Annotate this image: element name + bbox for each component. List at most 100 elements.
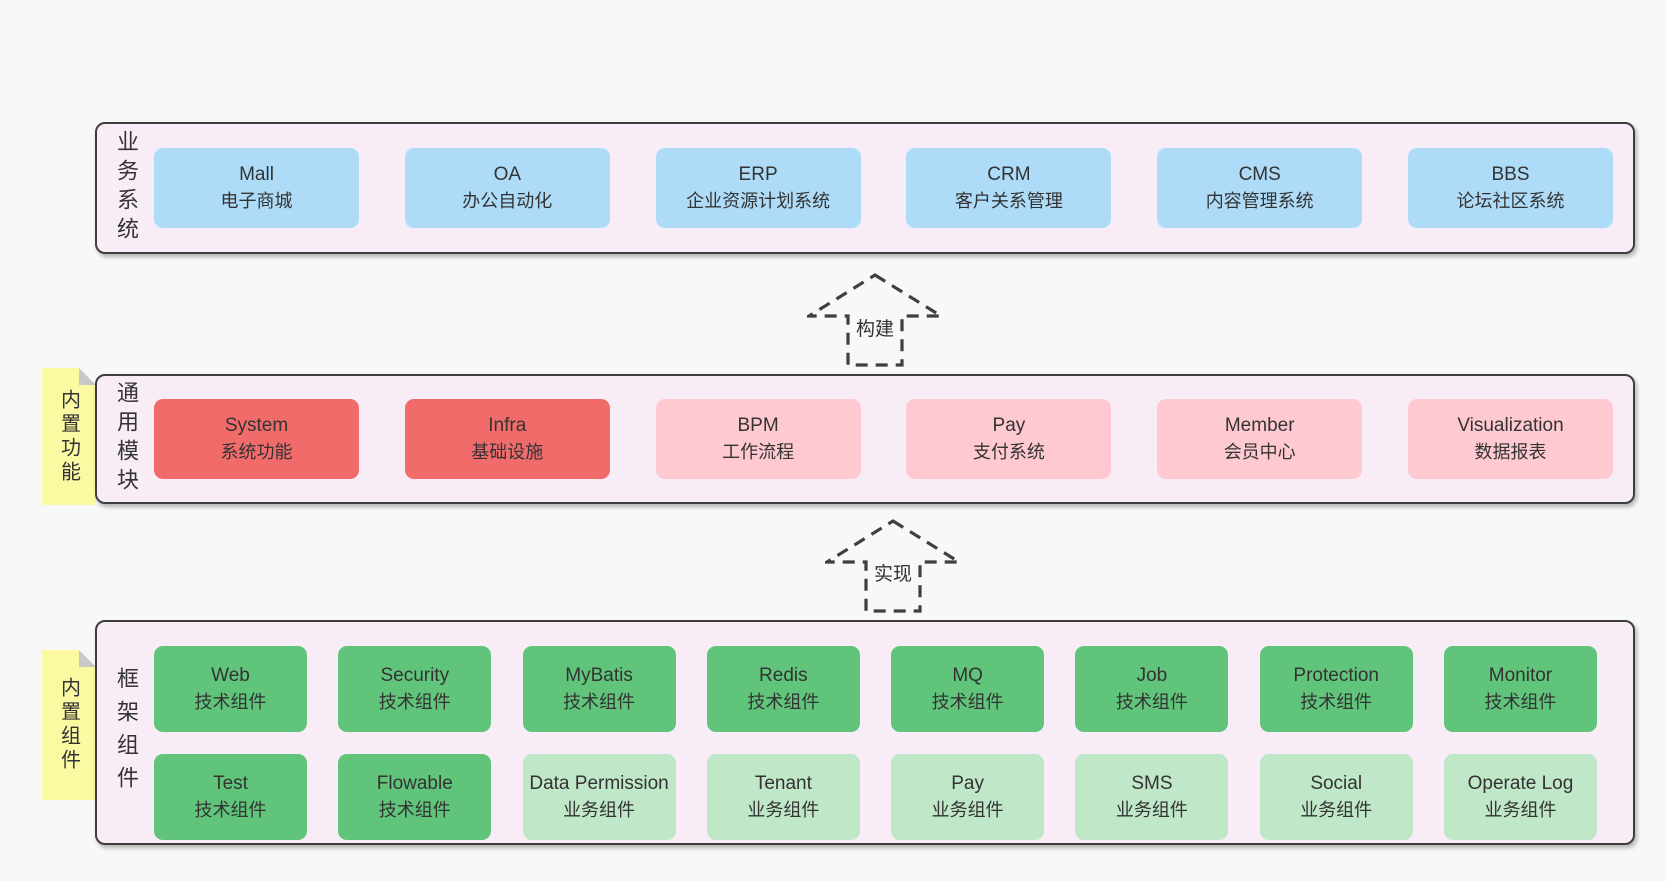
sticky-fold-icon <box>79 368 96 385</box>
box-desc: 业务组件 <box>747 799 820 820</box>
box-desc: 客户关系管理 <box>954 190 1063 211</box>
panel-business-systems: 业务系统 Mall 电子商城 OA 办公自动化 ERP 企业资源计划系统 CRM… <box>95 122 1635 254</box>
box-name: CRM <box>987 164 1031 186</box>
box-desc: 办公自动化 <box>462 190 553 211</box>
box-desc: 业务组件 <box>1115 799 1188 820</box>
box-social: Social 业务组件 <box>1259 754 1413 840</box>
box-flowable: Flowable 技术组件 <box>338 754 492 840</box>
box-desc: 电子商城 <box>220 190 293 211</box>
box-infra: Infra 基础设施 <box>404 399 610 479</box>
box-job: Job 技术组件 <box>1075 646 1229 732</box>
box-desc: 技术组件 <box>194 799 267 820</box>
layer-label-modules: 通用模块 <box>114 381 139 497</box>
panel-common-modules: 通用模块 System 系统功能 Infra 基础设施 BPM 工作流程 Pay… <box>95 374 1635 504</box>
box-desc: 论坛社区系统 <box>1456 190 1565 211</box>
sticky-note-text: 内置组件 <box>57 677 80 773</box>
box-sms: SMS 业务组件 <box>1075 754 1229 840</box>
box-security: Security 技术组件 <box>338 646 492 732</box>
box-name: BPM <box>737 415 779 437</box>
box-desc: 技术组件 <box>747 691 820 712</box>
box-name: ERP <box>738 164 778 186</box>
box-name: CMS <box>1238 164 1281 186</box>
box-name: Operate Log <box>1467 773 1574 795</box>
box-name: Member <box>1224 415 1295 437</box>
box-name: Infra <box>488 415 527 437</box>
box-crm: CRM 客户关系管理 <box>906 148 1112 228</box>
box-mall: Mall 电子商城 <box>154 148 359 228</box>
box-name: Social <box>1310 773 1363 795</box>
box-desc: 技术组件 <box>378 691 451 712</box>
box-system: System 系统功能 <box>154 399 359 479</box>
box-data-permission: Data Permission 业务组件 <box>522 754 676 840</box>
box-name: Protection <box>1293 665 1379 687</box>
box-desc: 业务组件 <box>1300 799 1373 820</box>
box-desc: 技术组件 <box>1484 691 1557 712</box>
sticky-note-built-in-components: 内置组件 <box>42 650 96 800</box>
arrow-build: 构建 <box>807 272 943 368</box>
box-desc: 企业资源计划系统 <box>686 190 831 211</box>
box-test: Test 技术组件 <box>154 754 307 840</box>
box-desc: 技术组件 <box>194 691 267 712</box>
box-protection: Protection 技术组件 <box>1259 646 1413 732</box>
box-monitor: Monitor 技术组件 <box>1443 646 1597 732</box>
modules-box-row: System 系统功能 Infra 基础设施 BPM 工作流程 Pay 支付系统… <box>154 376 1613 502</box>
sticky-fold-icon <box>79 650 96 667</box>
box-desc: 技术组件 <box>931 691 1004 712</box>
box-cms: CMS 内容管理系统 <box>1157 148 1363 228</box>
sticky-note-text: 内置功能 <box>57 388 80 485</box>
sticky-note-built-in-features: 内置功能 <box>42 368 96 505</box>
box-mybatis: MyBatis 技术组件 <box>522 646 676 732</box>
box-name: SMS <box>1131 773 1173 795</box>
box-name: Visualization <box>1457 415 1564 437</box>
box-desc: 技术组件 <box>563 691 636 712</box>
box-name: Test <box>213 773 248 795</box>
box-desc: 技术组件 <box>378 799 451 820</box>
box-name: Data Permission <box>529 773 669 795</box>
box-desc: 业务组件 <box>931 799 1004 820</box>
box-desc: 业务组件 <box>563 799 636 820</box>
box-name: Flowable <box>376 773 453 795</box>
arrow-build-label: 构建 <box>852 318 898 342</box>
box-name: Web <box>211 665 250 687</box>
box-name: Mall <box>239 164 274 186</box>
box-erp: ERP 企业资源计划系统 <box>655 148 861 228</box>
box-bpm: BPM 工作流程 <box>655 399 861 479</box>
box-desc: 内容管理系统 <box>1205 190 1314 211</box>
box-web: Web 技术组件 <box>154 646 307 732</box>
box-name: Tenant <box>754 773 812 795</box>
up-arrow-icon <box>807 273 943 367</box>
box-name: OA <box>493 164 522 186</box>
box-oa: OA 办公自动化 <box>404 148 610 228</box>
box-name: Job <box>1136 665 1168 687</box>
box-name: Pay <box>951 773 984 795</box>
arrow-implement-label: 实现 <box>870 563 916 587</box>
components-box-row-2: Test 技术组件 Flowable 技术组件 Data Permission … <box>154 754 1597 840</box>
up-arrow-icon <box>825 519 961 613</box>
box-desc: 支付系统 <box>972 441 1045 462</box>
box-redis: Redis 技术组件 <box>706 646 860 732</box>
box-desc: 会员中心 <box>1223 441 1296 462</box>
box-pay-module: Pay 支付系统 <box>906 399 1112 479</box>
layer-label-components: 框架组件 <box>114 666 139 799</box>
box-visualization: Visualization 数据报表 <box>1407 399 1613 479</box>
box-desc: 工作流程 <box>722 441 795 462</box>
box-desc: 业务组件 <box>1484 799 1557 820</box>
layer-label-business: 业务系统 <box>114 130 139 246</box>
box-name: System <box>224 415 289 437</box>
box-name: MyBatis <box>565 665 633 687</box>
box-name: Security <box>380 665 450 687</box>
box-member: Member 会员中心 <box>1157 399 1363 479</box>
arrow-implement: 实现 <box>825 517 961 615</box>
box-desc: 基础设施 <box>471 441 544 462</box>
box-pay-component: Pay 业务组件 <box>891 754 1045 840</box>
components-box-row-1: Web 技术组件 Security 技术组件 MyBatis 技术组件 Redi… <box>154 646 1597 732</box>
box-operate-log: Operate Log 业务组件 <box>1443 754 1597 840</box>
box-name: Redis <box>759 665 808 687</box>
box-desc: 技术组件 <box>1300 691 1373 712</box>
business-box-row: Mall 电子商城 OA 办公自动化 ERP 企业资源计划系统 CRM 客户关系… <box>154 124 1613 252</box>
box-name: BBS <box>1491 164 1530 186</box>
box-tenant: Tenant 业务组件 <box>706 754 860 840</box>
box-desc: 数据报表 <box>1474 441 1547 462</box>
box-name: Pay <box>992 415 1026 437</box>
